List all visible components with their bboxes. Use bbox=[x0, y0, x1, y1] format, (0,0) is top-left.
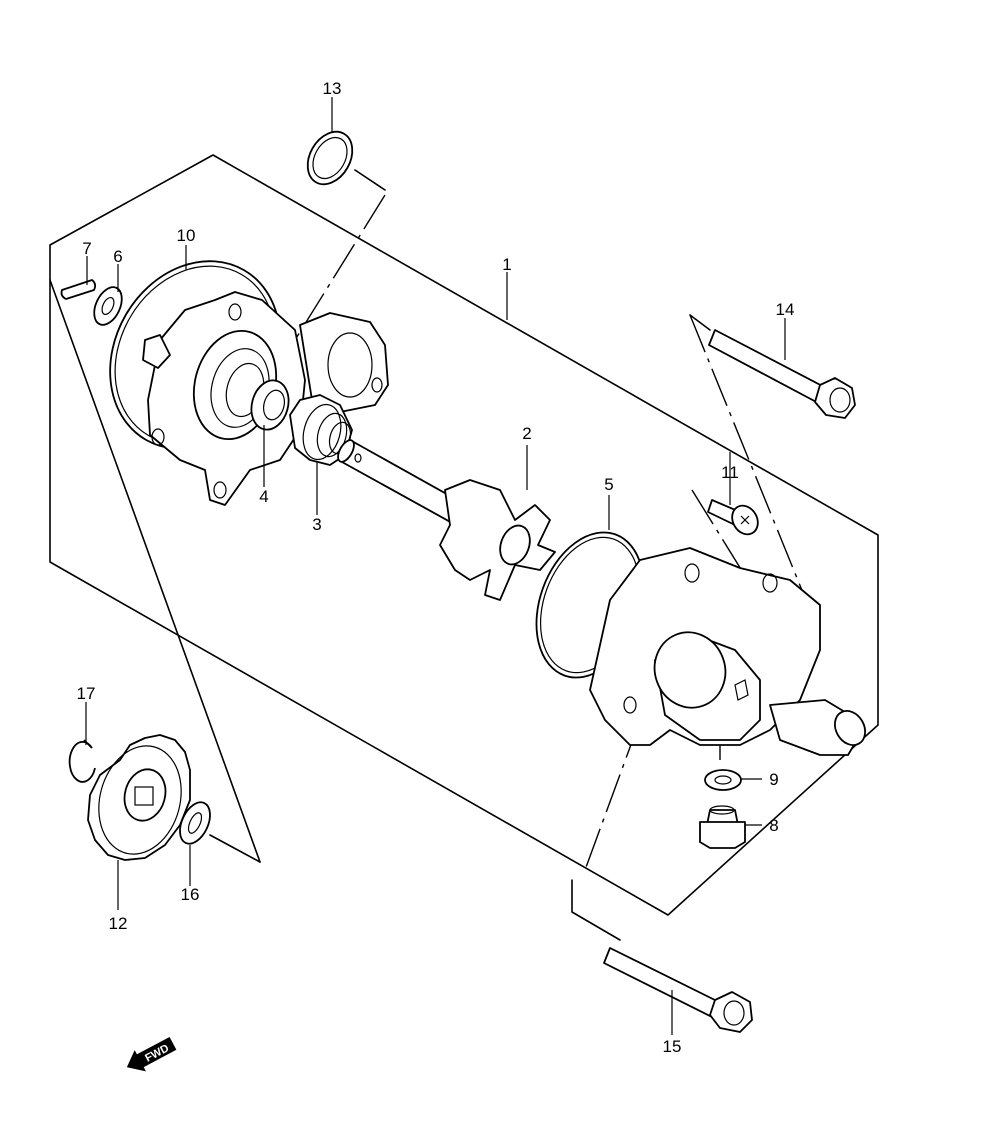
callout-13: 13 bbox=[323, 79, 342, 98]
part-14-bolt bbox=[708, 329, 856, 419]
part-15-bolt bbox=[603, 947, 753, 1033]
assembly-axes bbox=[294, 169, 811, 941]
callout-10: 10 bbox=[177, 226, 196, 245]
part-9-washer bbox=[704, 769, 742, 791]
callout-14: 14 bbox=[776, 300, 795, 319]
callout-labels: 1 2 3 4 5 6 7 8 9 10 11 12 13 14 15 16 1… bbox=[77, 79, 795, 1056]
callout-6: 6 bbox=[113, 247, 122, 266]
callout-2: 2 bbox=[522, 424, 531, 443]
part-13-o-ring bbox=[306, 130, 354, 186]
callout-11: 11 bbox=[721, 463, 739, 482]
callout-15: 15 bbox=[663, 1037, 682, 1056]
callout-4: 4 bbox=[259, 487, 268, 506]
callout-12: 12 bbox=[109, 914, 128, 933]
part-16-washer bbox=[179, 801, 211, 845]
callout-5: 5 bbox=[604, 475, 613, 494]
callout-8: 8 bbox=[769, 816, 778, 835]
callout-16: 16 bbox=[181, 885, 200, 904]
callout-3: 3 bbox=[312, 515, 321, 534]
part-2-impeller bbox=[439, 479, 556, 601]
part-12-gear bbox=[87, 734, 191, 861]
part-8-drain-plug bbox=[699, 805, 746, 849]
callout-1: 1 bbox=[502, 255, 511, 274]
part-3-mechanical-seal bbox=[289, 394, 353, 466]
pump-cover-housing bbox=[142, 291, 389, 506]
callout-9: 9 bbox=[769, 770, 778, 789]
part-17-circlip bbox=[68, 739, 96, 783]
fwd-arrow-icon: FWD bbox=[126, 1036, 177, 1072]
pump-case bbox=[589, 547, 866, 756]
part-7-pin bbox=[60, 279, 97, 300]
assembly-outline bbox=[49, 154, 879, 916]
callout-17: 17 bbox=[77, 684, 96, 703]
part-4-seal bbox=[250, 379, 290, 431]
part-11-screw bbox=[707, 499, 759, 536]
fwd-label: FWD bbox=[143, 1042, 171, 1064]
leader-lines bbox=[85, 97, 786, 1035]
callout-7: 7 bbox=[82, 239, 91, 258]
part-6-washer bbox=[93, 286, 123, 326]
